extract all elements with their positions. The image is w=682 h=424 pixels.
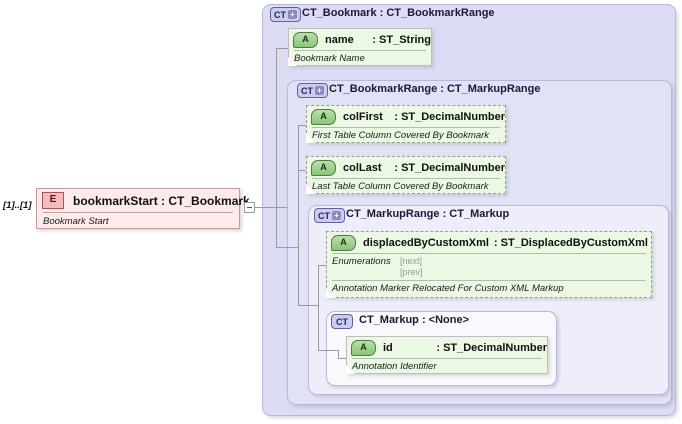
connector-trunk-level2 [318, 265, 319, 350]
connector-branch-markup [318, 350, 338, 351]
corner-notch-icon [306, 185, 315, 194]
attribute-name: colLast [343, 161, 382, 174]
attribute-type: : ST_String [372, 33, 431, 46]
attribute-box-name[interactable]: A name : ST_String Bookmark Name [288, 28, 432, 66]
attribute-divider-lower [332, 280, 646, 281]
enumeration-value: [prev] [400, 267, 423, 277]
connector-trunk-level3 [338, 350, 339, 358]
attribute-badge-icon: A [351, 339, 376, 356]
attribute-divider [352, 358, 542, 359]
corner-notch-icon [346, 365, 355, 374]
attribute-box-colfirst[interactable]: A colFirst : ST_DecimalNumber First Tabl… [306, 105, 506, 143]
corner-notch-icon [306, 134, 315, 143]
attribute-divider [294, 50, 426, 51]
attribute-header: A colLast : ST_DecimalNumber [307, 157, 505, 178]
badge-ct-label: CT [301, 85, 313, 96]
corner-notch-icon [288, 57, 297, 66]
attribute-divider [312, 178, 500, 179]
expand-plus-icon[interactable]: + [315, 86, 324, 95]
element-title: bookmarkStart : CT_Bookmark [73, 193, 250, 208]
enumerations-values: [next] [prev] [400, 256, 423, 278]
attribute-header: A name : ST_String [289, 29, 431, 50]
connector-trunk-level0 [276, 48, 277, 248]
connector-branch-name [276, 48, 290, 49]
attribute-documentation: Bookmark Name [294, 53, 365, 64]
corner-notch-icon [326, 289, 335, 298]
element-documentation: Bookmark Start [43, 216, 109, 227]
badge-ct-bookmarkrange[interactable]: CT + [297, 83, 328, 98]
badge-ct-label: CT [318, 210, 330, 221]
attribute-documentation: Annotation Marker Relocated For Custom X… [332, 283, 564, 294]
attribute-header: A id : ST_DecimalNumber [347, 337, 547, 358]
badge-ct-label: CT [336, 316, 348, 327]
connector-branch-id [338, 358, 348, 359]
attribute-badge-icon: A [311, 108, 336, 125]
connector-trunk-main [251, 207, 287, 208]
attribute-type: : ST_DisplacedByCustomXml [493, 236, 648, 249]
attribute-documentation: Last Table Column Covered By Bookmark [312, 181, 489, 192]
attribute-documentation: First Table Column Covered By Bookmark [312, 130, 490, 141]
attribute-enumerations-row: Enumerations [next] [prev] [327, 254, 651, 280]
attribute-type: : ST_DecimalNumber [436, 341, 547, 354]
connector-trunk-level1 [298, 125, 299, 247]
badge-ct-bookmark[interactable]: CT + [270, 7, 301, 22]
attribute-box-collast[interactable]: A colLast : ST_DecimalNumber Last Table … [306, 156, 506, 194]
attribute-box-displacedbycustomxml[interactable]: A displacedByCustomXml : ST_DisplacedByC… [326, 231, 652, 298]
element-header: E bookmarkStart : CT_Bookmark [37, 189, 250, 212]
attribute-header: A colFirst : ST_DecimalNumber [307, 106, 505, 127]
collapse-toggle-button[interactable] [244, 202, 255, 213]
attribute-type: : ST_DecimalNumber [394, 110, 505, 123]
attribute-box-id[interactable]: A id : ST_DecimalNumber Annotation Ident… [346, 336, 548, 374]
attribute-header: A displacedByCustomXml : ST_DisplacedByC… [327, 232, 651, 253]
title-ct-bookmarkrange: CT_BookmarkRange : CT_MarkupRange [329, 83, 541, 95]
attribute-name: name [325, 33, 354, 46]
badge-ct-label: CT [274, 9, 286, 20]
enumeration-value: [next] [400, 256, 423, 266]
attribute-divider [332, 253, 646, 254]
title-ct-markuprange: CT_MarkupRange : CT_Markup [346, 208, 510, 220]
attribute-name: colFirst [343, 110, 383, 123]
attribute-name: id [383, 341, 393, 354]
expand-plus-icon[interactable]: + [288, 10, 297, 19]
badge-ct-markuprange[interactable]: CT + [314, 208, 345, 223]
connector-branch-markuprange [298, 305, 318, 306]
element-box-bookmarkstart[interactable]: E bookmarkStart : CT_Bookmark Bookmark S… [36, 188, 250, 229]
expand-plus-icon[interactable]: + [332, 211, 341, 220]
connector-trunk-level1-lower [298, 247, 299, 305]
title-ct-markup: CT_Markup : <None> [359, 314, 470, 326]
attribute-documentation: Annotation Identifier [352, 361, 437, 372]
attribute-badge-icon: A [311, 159, 336, 176]
attribute-type: : ST_DecimalNumber [394, 161, 505, 174]
attribute-divider [312, 127, 500, 128]
attribute-name: displacedByCustomXml [363, 236, 489, 249]
attribute-badge-icon: A [293, 31, 318, 48]
connector-branch-bookmarkrange [276, 247, 298, 248]
badge-ct-markup[interactable]: CT [331, 314, 353, 329]
cardinality-label: [1]..[1] [3, 200, 32, 211]
element-divider [43, 212, 233, 213]
enumerations-label: Enumerations [332, 256, 391, 267]
element-badge-icon: E [42, 192, 64, 209]
attribute-badge-icon: A [331, 234, 356, 251]
title-ct-bookmark: CT_Bookmark : CT_BookmarkRange [302, 7, 495, 19]
